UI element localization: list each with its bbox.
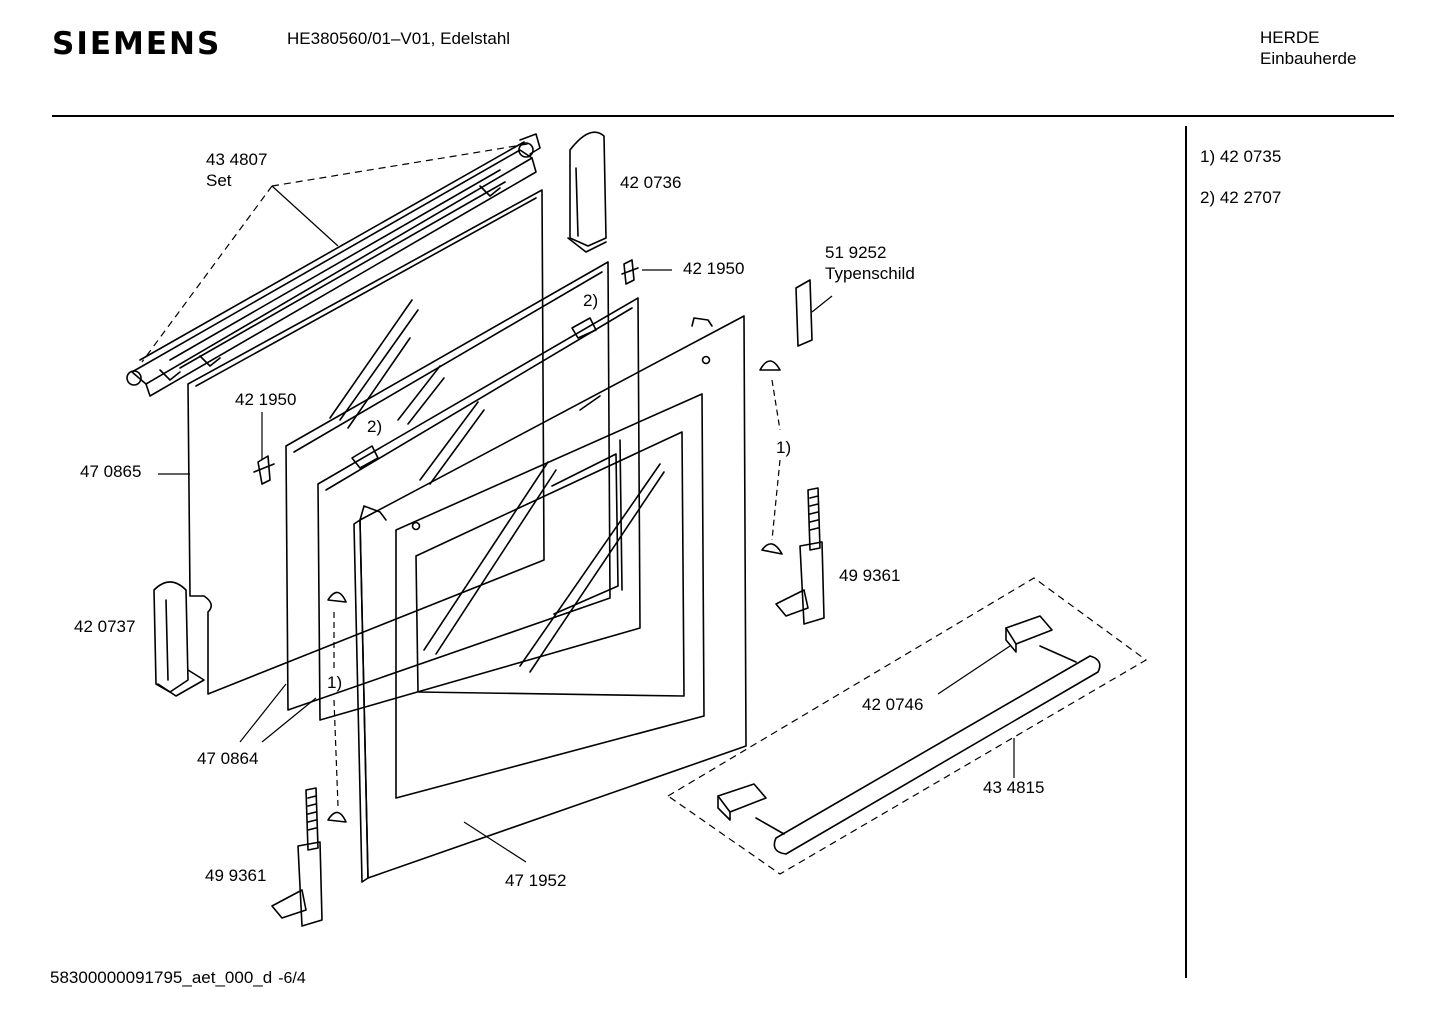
- rating-plate: [795, 279, 813, 347]
- footnote-2: 2) 42 2707: [1200, 188, 1282, 207]
- label-hinge-right: 49 9361: [839, 566, 901, 585]
- label-middle-glass: 47 0864: [197, 749, 259, 768]
- label-rear-glass: 47 0865: [80, 462, 142, 481]
- footnote-list: 1) 42 0735 2) 42 2707: [1200, 136, 1281, 218]
- footer: 58300000091795_aet_000_d -6/4: [50, 968, 306, 988]
- bracket-top-right: [567, 131, 607, 253]
- door-handle: [717, 615, 1101, 855]
- clip-top: [621, 259, 639, 285]
- document-id: 58300000091795_aet_000_d: [50, 968, 273, 987]
- label-rating-plate: Typenschild: [825, 264, 915, 283]
- label-hinge-left: 49 9361: [205, 866, 267, 885]
- brand-logo: SIEMENS: [52, 26, 222, 62]
- label-ref-2-lower: 2): [367, 417, 383, 436]
- label-clip-top: 42 1950: [683, 259, 745, 278]
- label-bracket-top-right: 42 0736: [620, 173, 682, 192]
- rear-glass-panel: [187, 189, 545, 695]
- hinge-left: [271, 787, 323, 927]
- category-block: HERDE Einbauherde: [1260, 27, 1356, 69]
- footnote-1: 1) 42 0735: [1200, 147, 1282, 166]
- label-handle-set: 43 4815: [983, 778, 1045, 797]
- clip-left: [253, 455, 275, 485]
- label-bracket-bottom-left: 42 0737: [74, 617, 136, 636]
- front-door-panel: [353, 315, 747, 883]
- hinge-right: [775, 487, 825, 625]
- subcategory-label: Einbauherde: [1260, 49, 1357, 68]
- label-ref-2-upper: 2): [583, 291, 599, 310]
- label-ref-1-lower: 1): [327, 673, 343, 692]
- label-rating-plate-number: 51 9252: [825, 243, 887, 262]
- label-clip-left: 42 1950: [235, 390, 297, 409]
- label-ref-1-upper: 1): [776, 438, 792, 457]
- retaining-clips: [327, 360, 783, 823]
- category-label: HERDE: [1260, 28, 1320, 47]
- label-front-panel: 47 1952: [505, 871, 567, 890]
- middle-glass-panel-2: [317, 297, 641, 721]
- sheet-number: -6/4: [278, 970, 306, 987]
- bracket-bottom-left: [153, 581, 205, 697]
- model-title: HE380560/01–V01, Edelstahl: [287, 29, 511, 48]
- label-hinge-set: Set: [206, 171, 232, 190]
- header-divider: [52, 115, 1394, 117]
- hinge-set-bar: [126, 133, 541, 397]
- label-hinge-set-number: 43 4807: [206, 150, 268, 169]
- notes-divider: [1185, 126, 1187, 978]
- label-handle-caps: 42 0746: [862, 695, 924, 714]
- exploded-view-drawing: [126, 131, 1148, 927]
